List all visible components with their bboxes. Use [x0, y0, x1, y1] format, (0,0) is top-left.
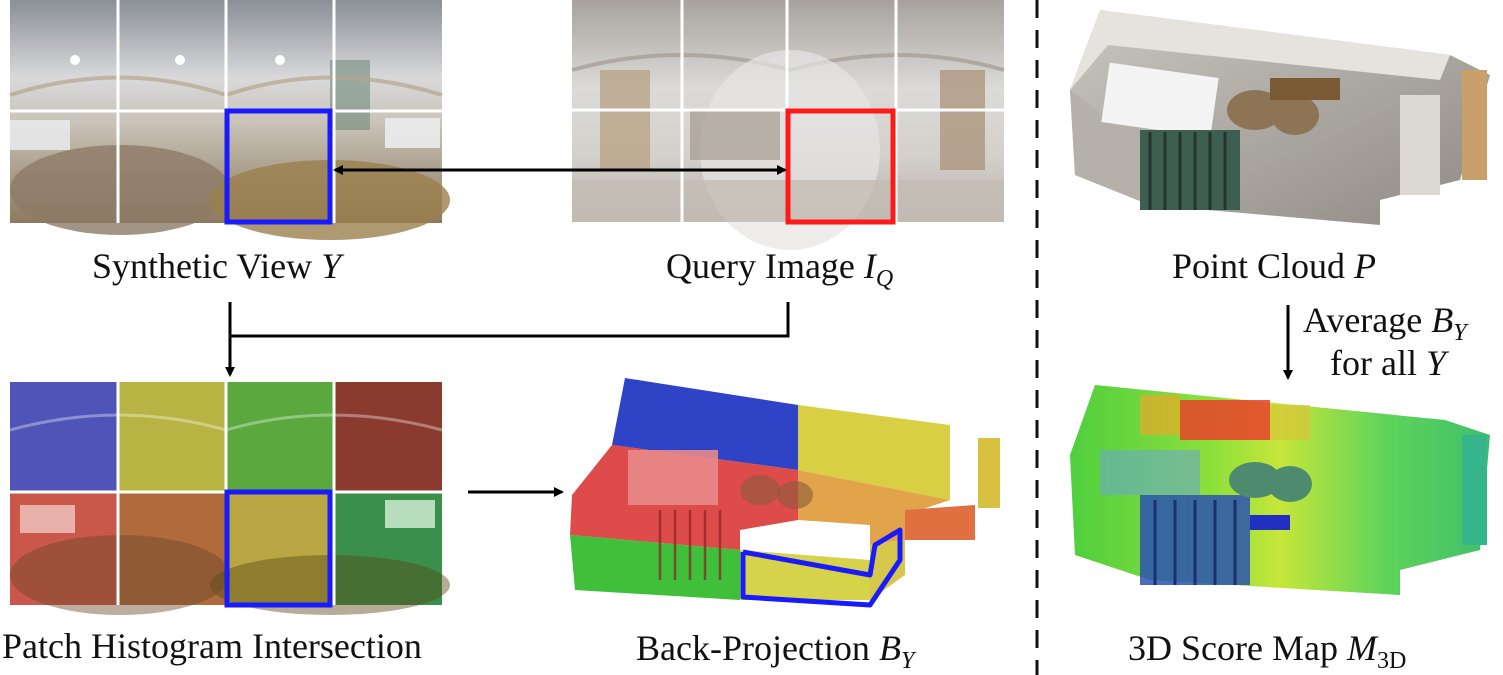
query-image-symbol: I: [863, 246, 876, 286]
point-cloud-render: [1070, 10, 1490, 225]
back-projection-text: Back-Projection: [636, 628, 870, 668]
query-image-subscript: Q: [875, 266, 894, 292]
point-cloud-label: Point Cloud P: [1172, 248, 1376, 284]
average-text: Average: [1303, 300, 1423, 340]
average-label-line1: Average BY: [1303, 300, 1467, 345]
average-subscript: Y: [1453, 320, 1467, 346]
score-map-render: [1070, 385, 1490, 595]
synthetic-view-label: Synthetic View Y: [92, 248, 341, 284]
back-projection-symbol: B: [878, 628, 901, 668]
average-symbol: B: [1431, 300, 1454, 340]
query-image-label: Query Image IQ: [666, 246, 893, 291]
patch-histogram-text: Patch Histogram Intersection: [2, 626, 422, 666]
synthetic-view-patch-highlight: [224, 108, 333, 225]
average-label-line2: for all Y: [1330, 345, 1446, 381]
back-projection-patch-highlight: [740, 527, 903, 608]
patch-histogram-label: Patch Histogram Intersection: [2, 628, 422, 664]
point-cloud-symbol: P: [1354, 246, 1377, 286]
back-projection-subscript: Y: [900, 648, 915, 674]
back-projection-label: Back-Projection BY: [636, 628, 914, 673]
query-image-patch-highlight: [785, 108, 896, 225]
synthetic-view-image: [9, 0, 450, 240]
patch-histogram-image: [9, 382, 450, 615]
score-map-subscript: 3D: [1376, 648, 1407, 674]
synthetic-view-symbol: Y: [321, 246, 342, 286]
score-map-text: 3D Score Map: [1128, 628, 1338, 668]
patch-histogram-patch-highlight: [224, 489, 333, 608]
for-all-symbol: Y: [1425, 343, 1446, 383]
query-image-text: Query Image: [666, 246, 855, 286]
score-map-symbol: M: [1346, 628, 1377, 668]
point-cloud-text: Point Cloud: [1172, 246, 1346, 286]
score-map-label: 3D Score Map M3D: [1128, 628, 1406, 673]
back-projection-render: [570, 378, 1000, 600]
for-all-text: for all: [1330, 343, 1417, 383]
synthetic-view-text: Synthetic View: [92, 246, 313, 286]
merge-connector: [225, 302, 790, 377]
